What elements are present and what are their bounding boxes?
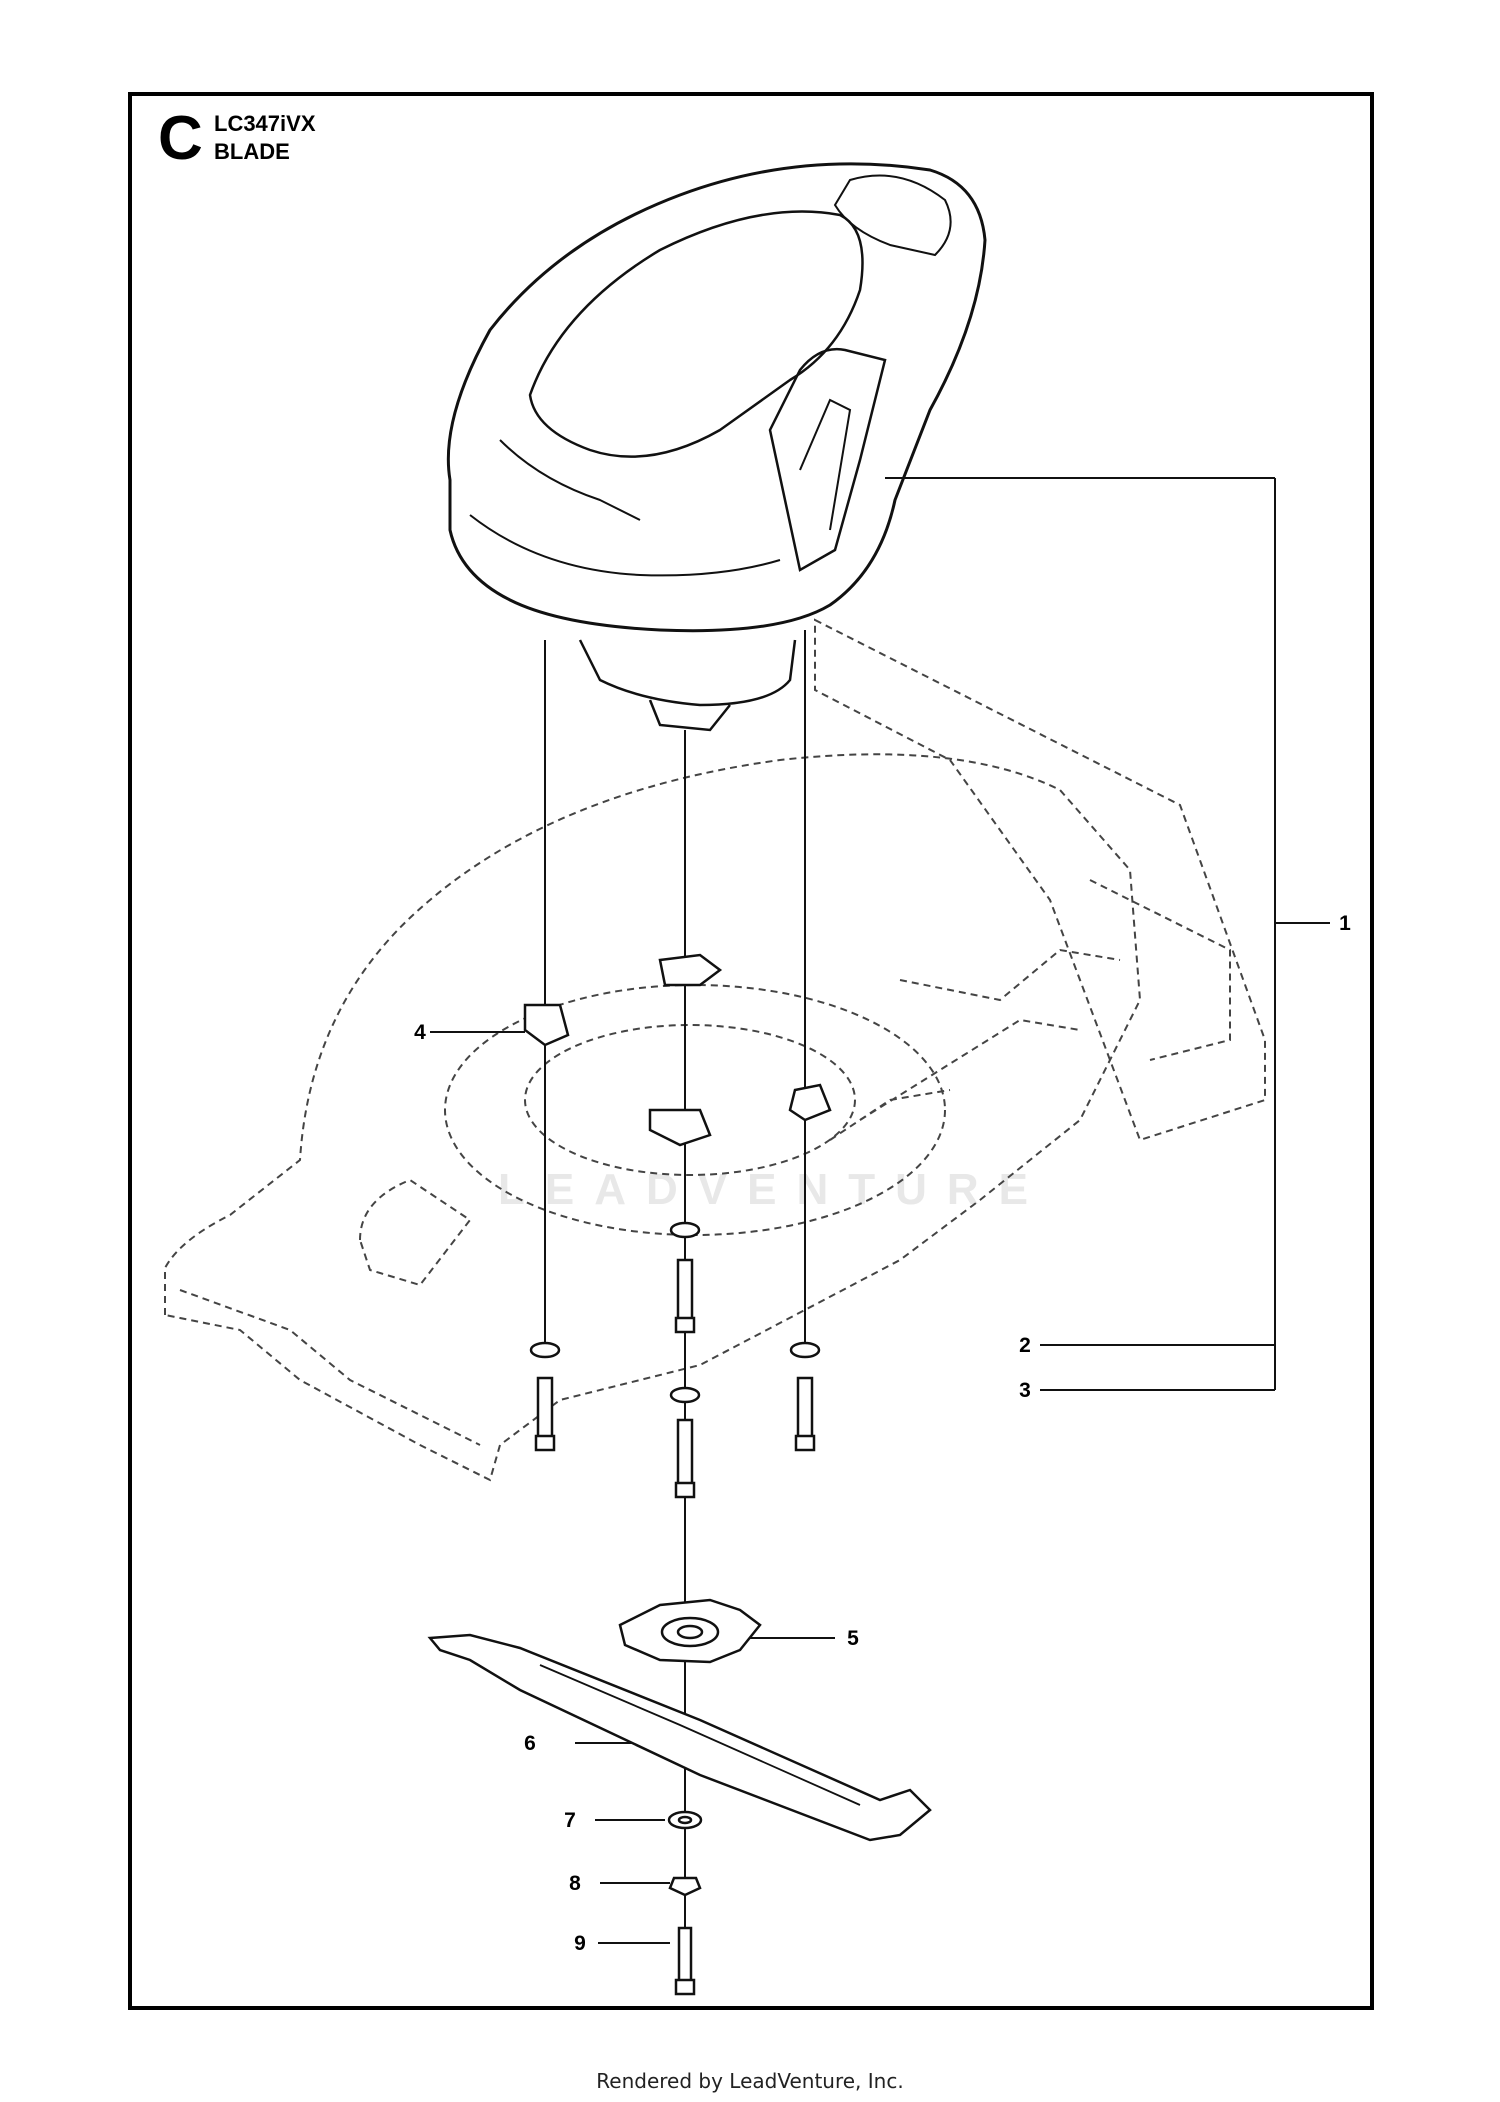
callout-2[interactable]: 2	[1019, 1334, 1031, 1357]
blade-fasteners	[667, 1810, 703, 1996]
diagram-frame	[128, 92, 1374, 2010]
blade-adapter	[618, 1598, 762, 1664]
callout-4[interactable]: 4	[414, 1021, 426, 1044]
callout-9[interactable]: 9	[574, 1932, 586, 1955]
fasteners	[529, 1221, 821, 1499]
diagram-subtitle: BLADE	[214, 139, 290, 164]
watermark: LEADVENTURE	[498, 1165, 1049, 1214]
callout-5[interactable]: 5	[847, 1627, 859, 1650]
callout-6[interactable]: 6	[524, 1732, 536, 1755]
footer-credit: Rendered by LeadVenture, Inc.	[596, 2069, 904, 2093]
callout-7[interactable]: 7	[564, 1809, 576, 1832]
assembly-lines	[430, 477, 1330, 1995]
callout-3[interactable]: 3	[1019, 1379, 1031, 1402]
section-letter: C	[158, 104, 203, 173]
model-title: LC347iVX	[214, 111, 316, 136]
callout-1[interactable]: 1	[1339, 912, 1351, 935]
mounting-clips	[523, 953, 832, 1147]
cutting-blade	[427, 1633, 932, 1842]
callout-8[interactable]: 8	[569, 1872, 581, 1895]
mower-deck-outline	[164, 618, 1266, 1482]
motor-housing	[446, 162, 987, 732]
